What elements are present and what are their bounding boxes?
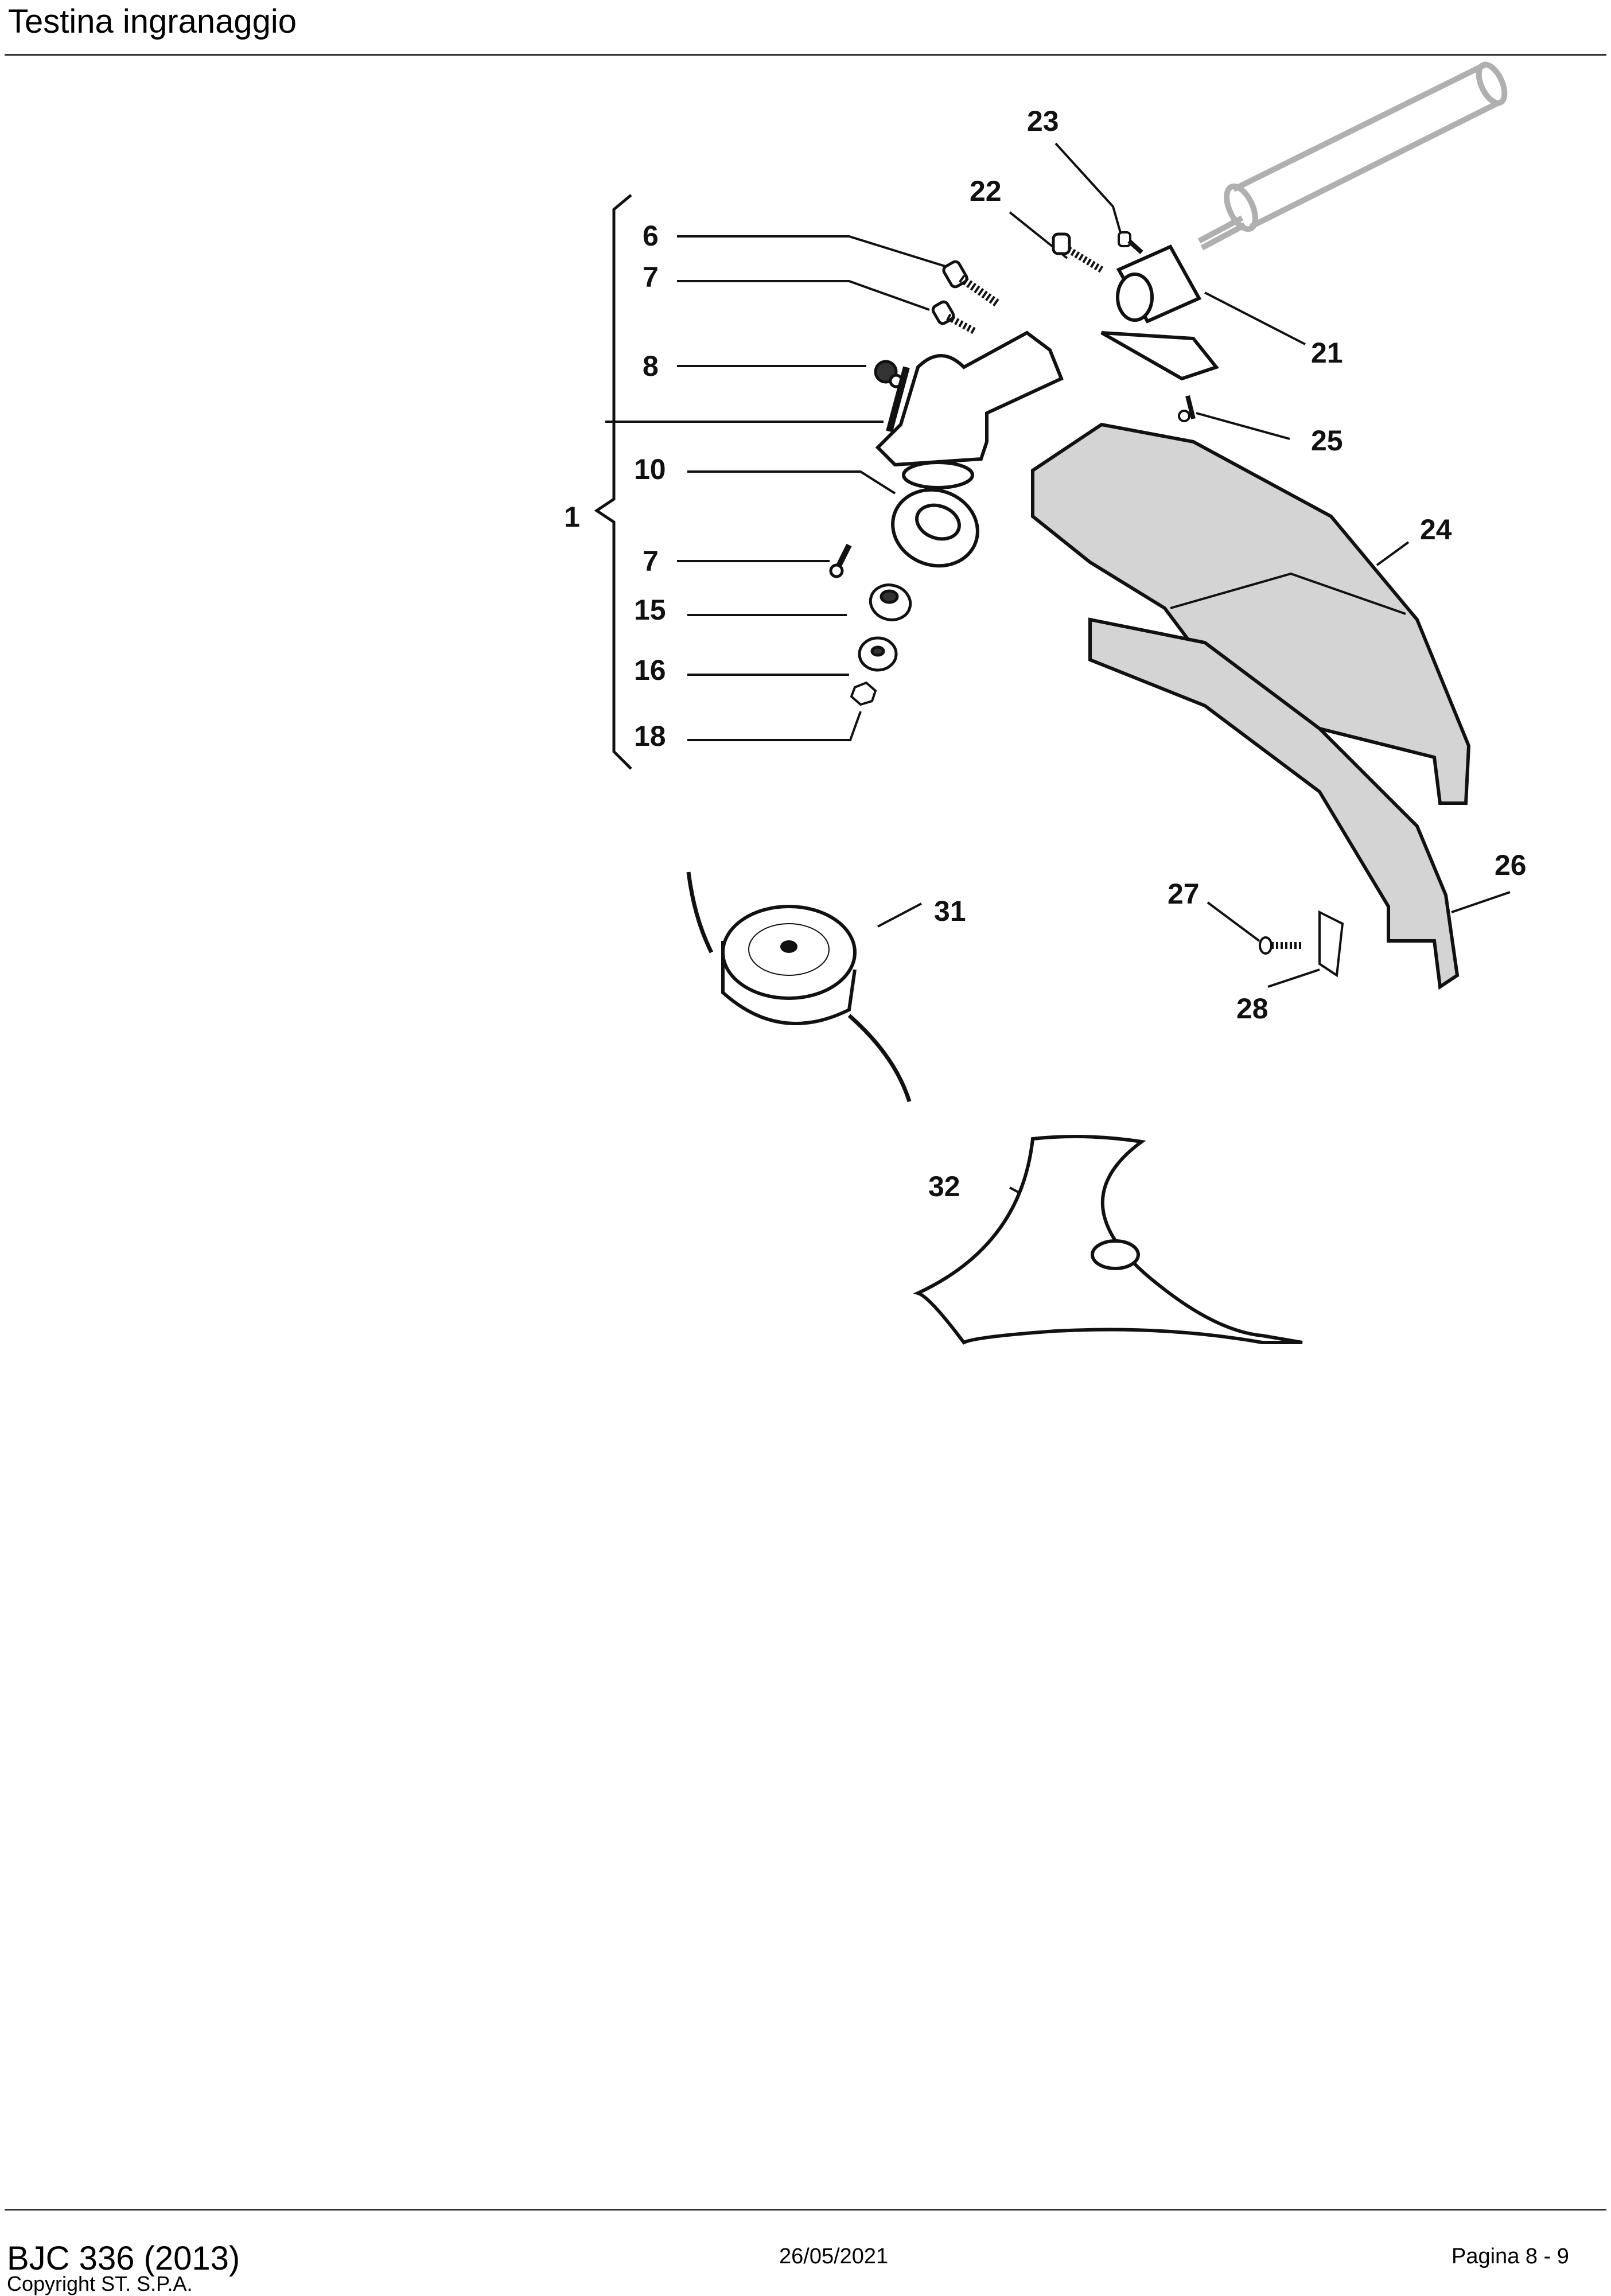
footer-divider <box>5 2209 1606 2211</box>
callout-32: 32 <box>928 1170 960 1203</box>
screw-part-6 <box>942 260 1001 308</box>
nut-part-18 <box>850 681 877 706</box>
flange-part-10 <box>891 488 979 568</box>
callout-23: 23 <box>1027 105 1059 137</box>
callout-16: 16 <box>634 654 666 686</box>
footer-model: BJC 336 (2013) <box>7 2240 240 2277</box>
screw-part-22 <box>1052 232 1104 273</box>
footer-page-number: Pagina 8 - 9 <box>1452 2244 1569 2268</box>
clamp-part-21 <box>1100 244 1220 381</box>
guard-part-24 <box>1031 422 1471 805</box>
callout-26: 26 <box>1495 849 1527 881</box>
cup-part-15 <box>869 583 912 621</box>
callout-22: 22 <box>970 175 1002 207</box>
callout-8: 8 <box>643 350 659 382</box>
callout-7-lower: 7 <box>643 545 659 577</box>
screw-part-7 <box>931 300 977 335</box>
callout-27: 27 <box>1168 878 1200 910</box>
footer-date: 26/05/2021 <box>779 2244 889 2268</box>
screw-part-7-lower <box>829 543 852 578</box>
screw-part-25 <box>1178 395 1196 422</box>
callout-24: 24 <box>1420 513 1452 546</box>
header-divider <box>5 54 1606 56</box>
page-title: Testina ingranaggio <box>8 3 297 40</box>
three-point-blade-part-32 <box>913 1135 1303 1345</box>
guard-extension-part-26 <box>1088 617 1460 990</box>
callout-31: 31 <box>934 895 966 927</box>
callout-28: 28 <box>1236 993 1268 1025</box>
trimmer-head-part-31 <box>686 871 912 1103</box>
exploded-parts-diagram: 1 6 7 8 10 7 15 16 18 23 22 21 25 24 26 … <box>564 61 1527 1345</box>
callout-18: 18 <box>634 720 666 752</box>
screw-part-23 <box>1118 231 1143 254</box>
drive-shaft-tube <box>1197 61 1508 251</box>
callout-25: 25 <box>1311 425 1343 457</box>
callout-1: 1 <box>564 501 580 533</box>
footer-copyright: Copyright ST. S.P.A. <box>7 2272 193 2295</box>
callout-7: 7 <box>643 261 659 293</box>
screw-part-27 <box>1259 936 1302 955</box>
callout-15: 15 <box>634 594 666 626</box>
callout-10: 10 <box>634 453 666 485</box>
callout-6: 6 <box>643 220 659 252</box>
plug-part-8 <box>874 360 904 388</box>
washer-part-16 <box>858 636 898 672</box>
gearbox-housing <box>875 330 1064 489</box>
callout-21: 21 <box>1311 337 1343 369</box>
assembly-bracket <box>594 194 632 770</box>
line-cutter-part-28 <box>1318 910 1344 978</box>
